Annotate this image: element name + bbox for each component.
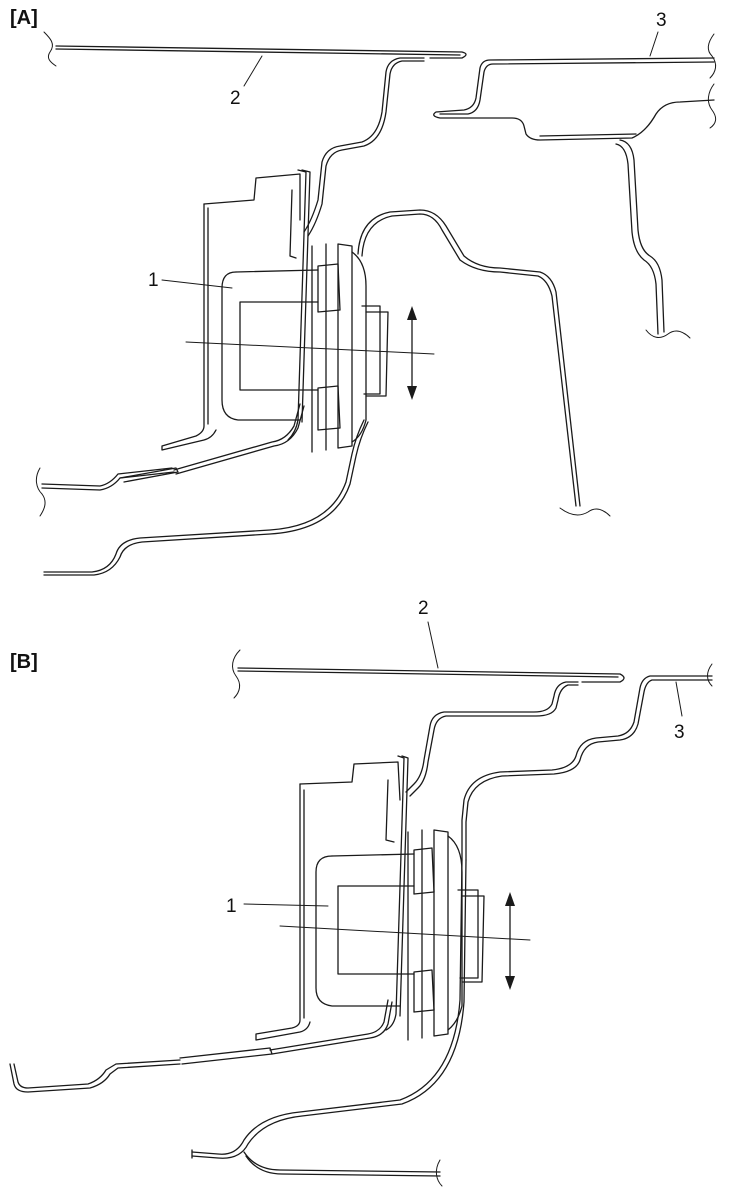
panel-a-member-2: [43, 31, 467, 237]
panel-a-adjust-arrow: [407, 306, 417, 400]
panel-b-member-3: [191, 663, 713, 1187]
panel-a-callout-3: 3: [656, 10, 667, 31]
panel-b-label: [B]: [10, 651, 38, 673]
panel-b-callout-1: 1: [226, 896, 237, 917]
panel-a: [A]: [10, 7, 717, 576]
panel-a-bracket-1: [161, 169, 389, 453]
panel-a-floor-panel: [35, 403, 305, 517]
panel-b-callout-3: 3: [674, 722, 685, 743]
panel-a-member-3: [433, 33, 717, 339]
panel-b-member-2: [232, 649, 625, 797]
panel-b-adjust-arrow: [505, 892, 515, 990]
panel-a-callout-2: 2: [230, 88, 241, 109]
panel-a-outer-panel: [357, 209, 611, 517]
panel-b: [B]: [9, 598, 713, 1187]
panel-b-bracket-1: [255, 755, 485, 1041]
panel-a-axis-line: [185, 341, 435, 355]
panel-b-callout-2: 2: [418, 598, 429, 619]
panel-a-label: [A]: [10, 7, 38, 29]
panel-b-axis-line: [279, 925, 531, 941]
panel-a-bottom-panel: [43, 419, 369, 576]
panel-a-callout-1: 1: [148, 270, 159, 291]
panel-b-floor-panel: [9, 999, 393, 1093]
